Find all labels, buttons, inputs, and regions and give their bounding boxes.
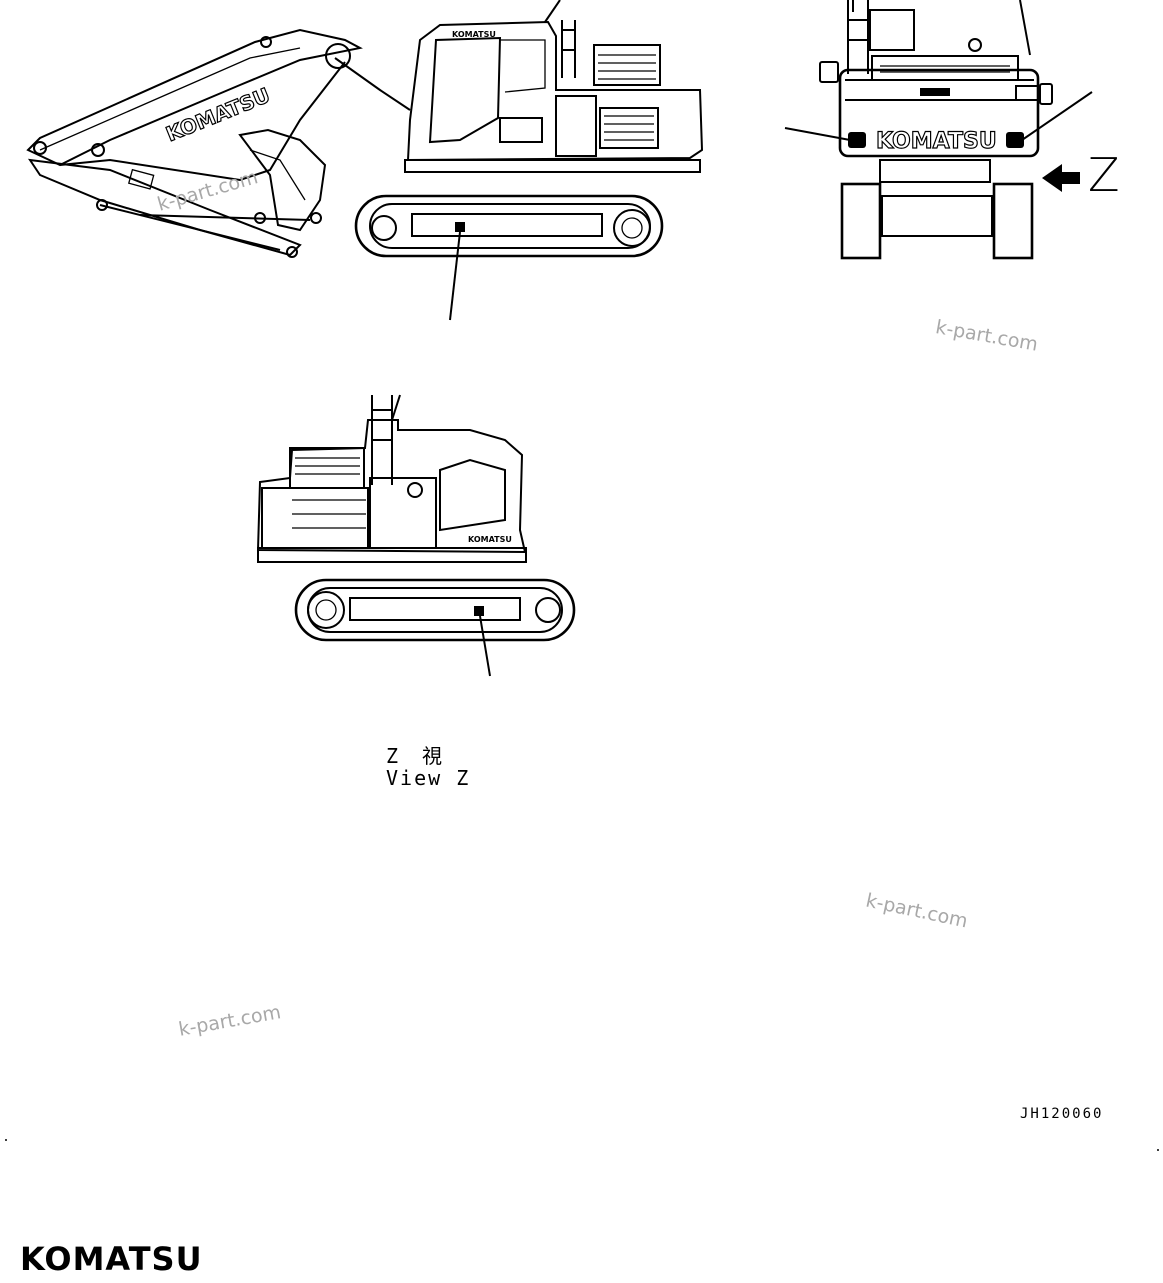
bucket-pin	[310, 212, 322, 224]
sprocket	[613, 209, 651, 247]
arm-pin-c	[286, 246, 298, 258]
right-engine-hood	[289, 447, 365, 489]
turntable-deck	[404, 159, 701, 173]
rear-center-frame	[881, 195, 993, 237]
view-caption-en: View Z	[386, 766, 471, 790]
leader-line-rear-left	[784, 127, 851, 141]
right-sprocket-hub	[315, 599, 337, 621]
boom-cylinder	[334, 57, 411, 111]
leader-line-track-side	[449, 231, 461, 321]
brand-logo: KOMATSU	[20, 1240, 203, 1278]
decal-track-right	[474, 606, 484, 616]
boom-lower-edge	[59, 61, 346, 182]
counterweight-brand-text: KOMATSU	[876, 129, 997, 154]
door-louver	[604, 115, 654, 141]
right-side-view-excavator: KOMATSU	[256, 394, 576, 677]
arm-pin-a	[96, 199, 108, 211]
antenna	[1019, 0, 1031, 56]
drawing-number: JH120060	[1020, 1106, 1104, 1122]
boom-cylinder-pin	[260, 36, 272, 48]
right-cap	[407, 482, 423, 498]
view-caption-jp: Z 視	[386, 744, 445, 768]
engine-grille	[598, 54, 656, 80]
rear-view-excavator: KOMATSU	[784, 0, 1093, 260]
decal-track-left	[455, 222, 465, 232]
rear-ladder	[847, 0, 869, 74]
tail-lamp-right	[1006, 132, 1024, 148]
cab-brand-text: KOMATSU	[452, 30, 496, 39]
right-track-inner	[307, 587, 563, 633]
right-door-lines	[292, 499, 366, 529]
engine-hood	[593, 44, 661, 86]
boom-hinge	[325, 43, 351, 69]
cab-window-front	[428, 36, 502, 144]
right-door-panel	[261, 487, 369, 549]
mirror-left	[819, 61, 839, 83]
boom-foot-pin	[33, 141, 47, 155]
boom-inner-line	[39, 47, 301, 151]
boom-pin	[91, 143, 105, 157]
track-frame	[354, 194, 664, 258]
bucket-inner	[249, 149, 306, 201]
track-side-frame	[411, 213, 603, 237]
bucket-outline	[238, 128, 327, 232]
side-view-excavator: KOMATSU KOMATSU	[26, 0, 704, 321]
leader-line-right-top	[391, 394, 401, 421]
view-arrow-icon	[1042, 164, 1080, 192]
direction-marker-z: Z	[1088, 148, 1120, 202]
right-idler	[535, 597, 561, 623]
cab-window-side	[500, 39, 546, 93]
boom-outline	[26, 28, 363, 167]
cab-rear	[869, 9, 915, 51]
mirror-right	[1039, 83, 1053, 105]
corner-dot-left	[5, 1139, 7, 1141]
rear-light-right	[1015, 85, 1039, 101]
leader-line-right-track	[479, 615, 491, 677]
engine-top-vents	[880, 65, 1010, 73]
door-panel-2	[599, 107, 659, 149]
leader-line-cab	[544, 0, 561, 23]
upper-structure	[406, 20, 704, 162]
door-panel-1	[555, 95, 597, 157]
arm-outline	[27, 158, 302, 257]
corner-dot-right	[1157, 1149, 1159, 1151]
tail-lamp-left	[848, 132, 866, 148]
arm-plate	[127, 168, 155, 190]
cab-side-panel	[499, 117, 543, 143]
right-track-side-frame	[349, 597, 521, 621]
arm-pin-b	[254, 212, 266, 224]
right-sprocket	[307, 591, 345, 629]
arm-link-rod	[139, 214, 311, 221]
right-handrail	[371, 395, 393, 485]
right-cab-window	[439, 458, 506, 532]
beacon	[968, 38, 982, 52]
sprocket-hub	[621, 217, 643, 239]
leader-line-rear-right	[1021, 91, 1093, 141]
counterweight	[838, 68, 1040, 158]
right-engine-grille	[295, 457, 360, 475]
idler	[371, 215, 397, 241]
engine-top	[871, 55, 1019, 81]
right-tank	[369, 477, 437, 549]
rear-track-left	[840, 182, 882, 260]
rear-track-right	[992, 182, 1034, 260]
rear-undercarriage-top	[879, 159, 991, 183]
right-turntable-deck	[257, 547, 527, 563]
right-track-frame	[294, 578, 576, 642]
arm-cylinder	[99, 204, 281, 251]
right-cab-brand-text: KOMATSU	[468, 535, 512, 544]
rear-lamp-bar	[920, 88, 950, 96]
boom-brand-text: KOMATSU	[163, 83, 274, 146]
handrail	[561, 20, 576, 78]
